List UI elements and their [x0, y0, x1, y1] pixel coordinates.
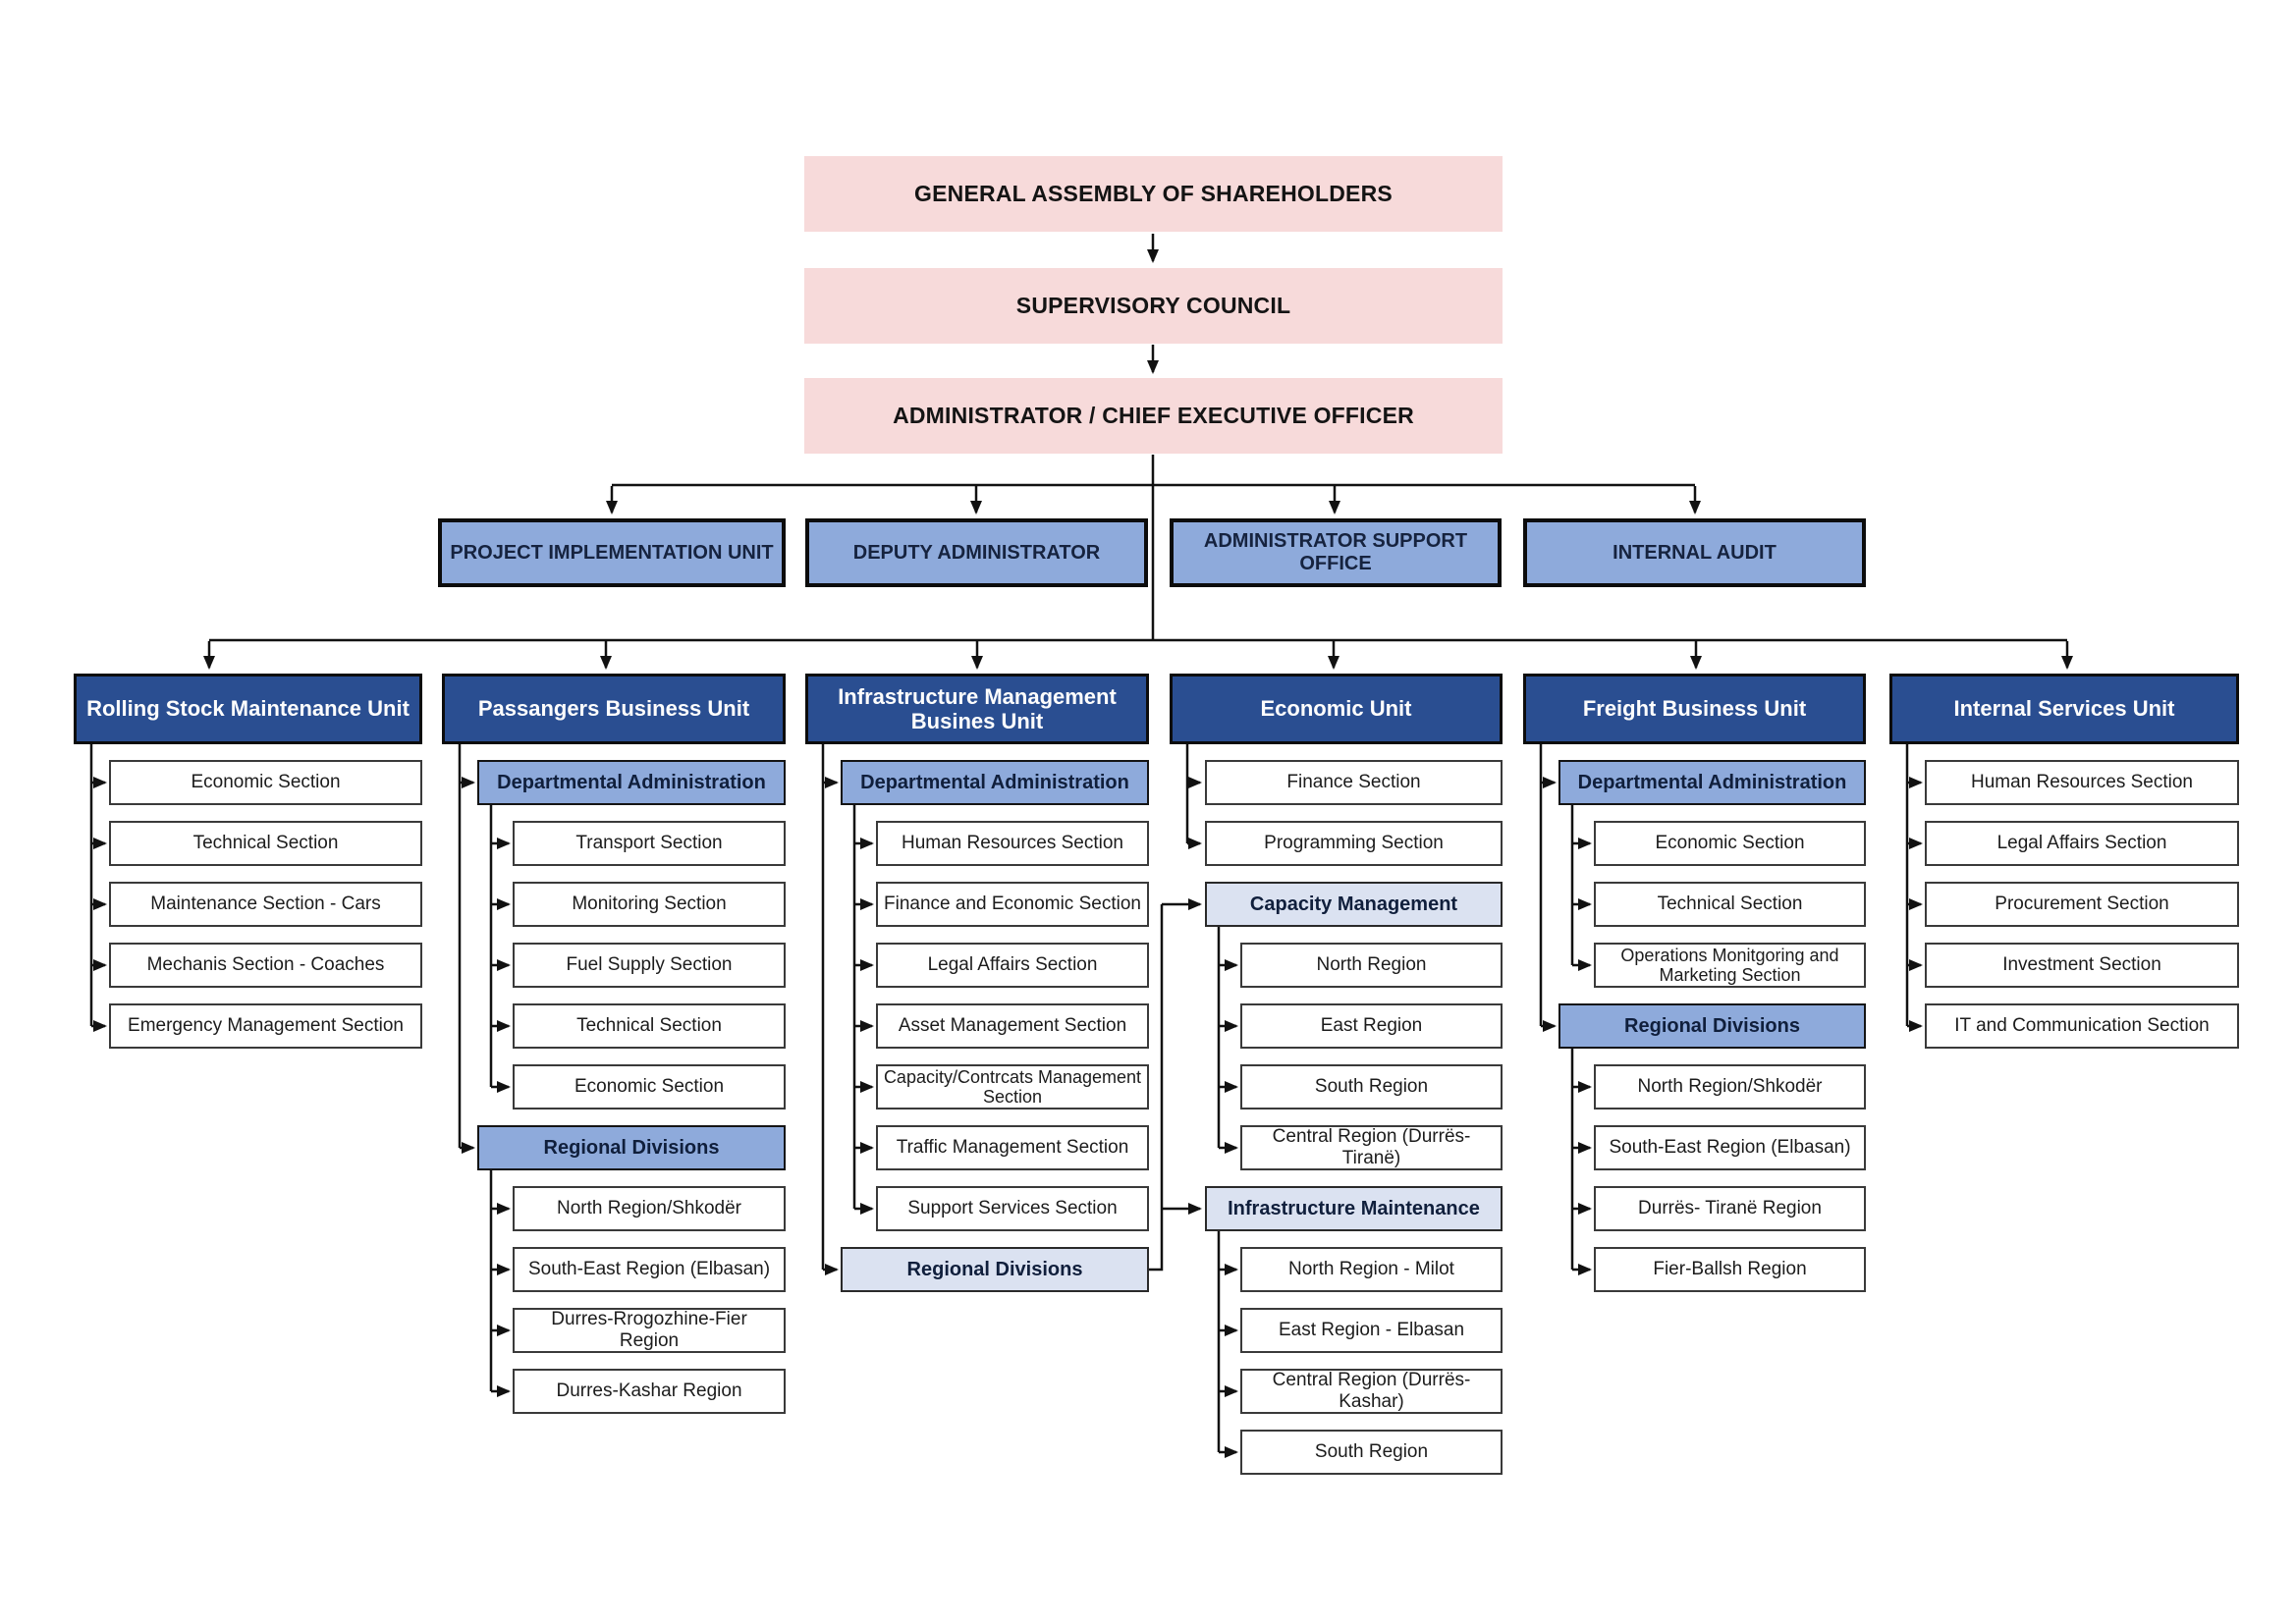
- node-infrastructure-management-unit: Infrastructure Management Busines Unit: [805, 674, 1149, 744]
- node-programming-section: Programming Section: [1205, 821, 1503, 866]
- node-east-region: East Region: [1240, 1003, 1503, 1049]
- node-south-region: South Region: [1240, 1430, 1503, 1475]
- node-human-resources-section: Human Resources Section: [876, 821, 1149, 866]
- node-departmental-administration: Departmental Administration: [1558, 760, 1866, 805]
- node-administrator-ceo: ADMINISTRATOR / CHIEF EXECUTIVE OFFICER: [804, 378, 1503, 454]
- node-capacity-contracts-management-section: Capacity/Contrcats Management Section: [876, 1064, 1149, 1110]
- node-departmental-administration: Departmental Administration: [841, 760, 1149, 805]
- node-north-region: North Region: [1240, 943, 1503, 988]
- node-north-region-shkoder: North Region/Shkodër: [1594, 1064, 1866, 1110]
- node-central-region-durres-tirane: Central Region (Durrës-Tiranë): [1240, 1125, 1503, 1170]
- node-regional-divisions: Regional Divisions: [477, 1125, 786, 1170]
- node-regional-divisions: Regional Divisions: [841, 1247, 1149, 1292]
- node-infrastructure-maintenance: Infrastructure Maintenance: [1205, 1186, 1503, 1231]
- node-fier-ballsh-region: Fier-Ballsh Region: [1594, 1247, 1866, 1292]
- node-technical-section: Technical Section: [109, 821, 422, 866]
- node-economic-section: Economic Section: [1594, 821, 1866, 866]
- node-durres-tirane-region: Durrës- Tiranë Region: [1594, 1186, 1866, 1231]
- node-economic-section: Economic Section: [513, 1064, 786, 1110]
- node-technical-section: Technical Section: [1594, 882, 1866, 927]
- node-human-resources-section: Human Resources Section: [1925, 760, 2239, 805]
- node-rolling-stock-maintenance-unit: Rolling Stock Maintenance Unit: [74, 674, 422, 744]
- node-asset-management-section: Asset Management Section: [876, 1003, 1149, 1049]
- node-south-east-region-elbasan: South-East Region (Elbasan): [1594, 1125, 1866, 1170]
- node-south-region: South Region: [1240, 1064, 1503, 1110]
- node-fuel-supply-section: Fuel Supply Section: [513, 943, 786, 988]
- node-freight-business-unit: Freight Business Unit: [1523, 674, 1866, 744]
- node-emergency-management-section: Emergency Management Section: [109, 1003, 422, 1049]
- node-north-region-shkoder: North Region/Shkodër: [513, 1186, 786, 1231]
- node-legal-affairs-section: Legal Affairs Section: [1925, 821, 2239, 866]
- node-capacity-management: Capacity Management: [1205, 882, 1503, 927]
- node-administrator-support-office: ADMINISTRATOR SUPPORT OFFICE: [1170, 518, 1502, 587]
- node-central-region-durres-kashar: Central Region (Durrës-Kashar): [1240, 1369, 1503, 1414]
- node-deputy-administrator: DEPUTY ADMINISTRATOR: [805, 518, 1148, 587]
- node-departmental-administration: Departmental Administration: [477, 760, 786, 805]
- node-general-assembly: GENERAL ASSEMBLY OF SHAREHOLDERS: [804, 156, 1503, 232]
- node-investment-section: Investment Section: [1925, 943, 2239, 988]
- node-economic-section: Economic Section: [109, 760, 422, 805]
- node-traffic-management-section: Traffic Management Section: [876, 1125, 1149, 1170]
- node-maintenance-section-cars: Maintenance Section - Cars: [109, 882, 422, 927]
- node-legal-affairs-section: Legal Affairs Section: [876, 943, 1149, 988]
- node-north-region-milot: North Region - Milot: [1240, 1247, 1503, 1292]
- node-economic-unit: Economic Unit: [1170, 674, 1503, 744]
- node-internal-audit: INTERNAL AUDIT: [1523, 518, 1866, 587]
- node-transport-section: Transport Section: [513, 821, 786, 866]
- node-south-east-region-elbasan: South-East Region (Elbasan): [513, 1247, 786, 1292]
- node-regional-divisions: Regional Divisions: [1558, 1003, 1866, 1049]
- node-east-region-elbasan: East Region - Elbasan: [1240, 1308, 1503, 1353]
- node-procurement-section: Procurement Section: [1925, 882, 2239, 927]
- node-it-and-communication-section: IT and Communication Section: [1925, 1003, 2239, 1049]
- node-technical-section: Technical Section: [513, 1003, 786, 1049]
- node-durres-kashar-region: Durres-Kashar Region: [513, 1369, 786, 1414]
- node-support-services-section: Support Services Section: [876, 1186, 1149, 1231]
- node-finance-section: Finance Section: [1205, 760, 1503, 805]
- node-supervisory-council: SUPERVISORY COUNCIL: [804, 268, 1503, 344]
- node-project-implementation-unit: PROJECT IMPLEMENTATION UNIT: [438, 518, 786, 587]
- node-mechanis-section-coaches: Mechanis Section - Coaches: [109, 943, 422, 988]
- node-monitoring-section: Monitoring Section: [513, 882, 786, 927]
- node-finance-and-economic-section: Finance and Economic Section: [876, 882, 1149, 927]
- node-passangers-business-unit: Passangers Business Unit: [442, 674, 786, 744]
- node-durres-rrogozhine-fier-region: Durres-Rrogozhine-Fier Region: [513, 1308, 786, 1353]
- node-internal-services-unit: Internal Services Unit: [1889, 674, 2239, 744]
- node-operations-monitoring-marketing-section: Operations Monitgoring and Marketing Sec…: [1594, 943, 1866, 988]
